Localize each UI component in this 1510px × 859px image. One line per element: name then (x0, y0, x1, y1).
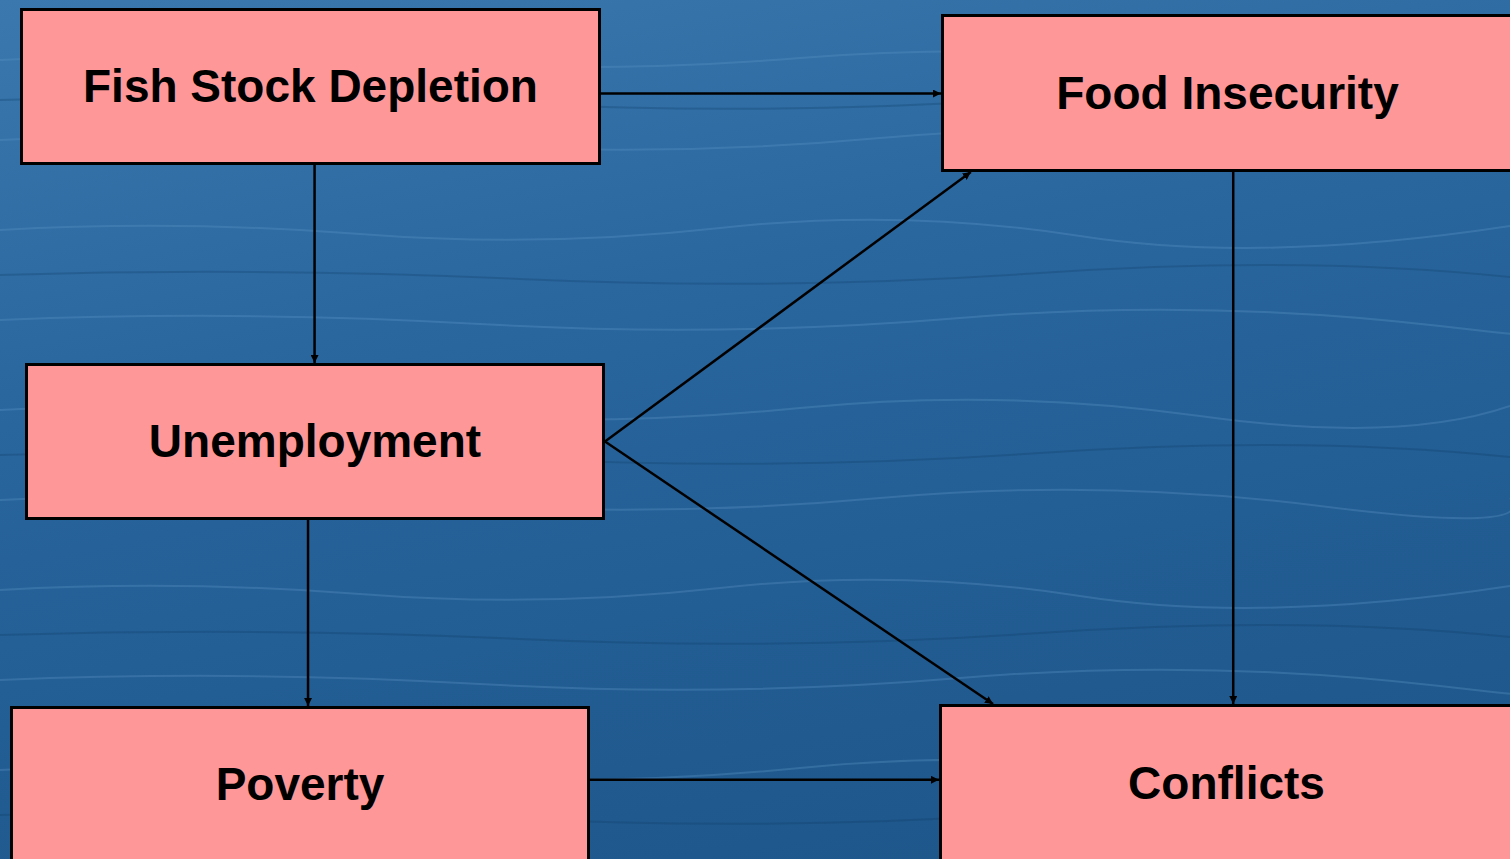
process-box: Fish Stock Depletion (20, 8, 601, 165)
process-box: Conflicts (939, 704, 1510, 859)
arrow-connector (605, 172, 971, 442)
box-label: Conflicts (1128, 758, 1325, 809)
process-box: Unemployment (25, 363, 605, 520)
arrow-connector (1232, 172, 1235, 704)
box-label: Food Insecurity (1056, 68, 1398, 119)
process-box: Food Insecurity (941, 14, 1510, 172)
box-label: Unemployment (149, 416, 481, 467)
arrow-connector (307, 520, 310, 706)
arrow-connector (605, 442, 993, 705)
arrow-connector (601, 92, 941, 95)
arrow-connector (590, 779, 939, 782)
process-box: Poverty (10, 706, 590, 859)
box-label: Fish Stock Depletion (83, 61, 538, 112)
box-label: Poverty (216, 759, 385, 810)
arrow-connector (313, 165, 316, 363)
